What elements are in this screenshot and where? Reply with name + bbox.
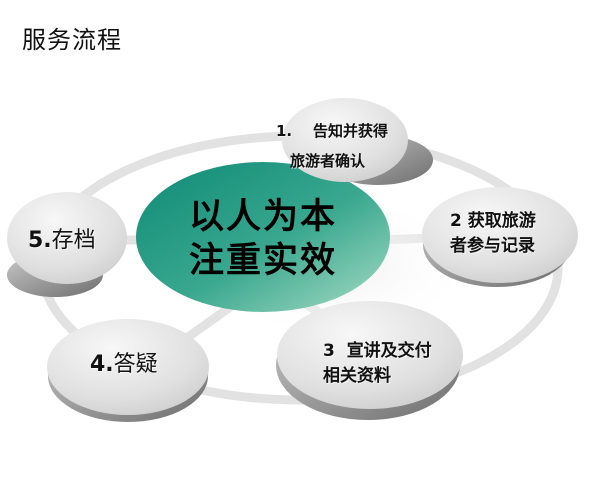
step-3-label: 3 宣讲及交付 相关资料	[323, 341, 432, 386]
center-node	[136, 162, 390, 312]
center-line-2: 注重实效	[188, 241, 337, 281]
step-2-label: 2 获取旅游 者参与记录	[450, 211, 536, 256]
step-3-node	[277, 301, 463, 409]
step-5-label: 5.存档	[28, 228, 96, 253]
step-5-node	[7, 192, 127, 284]
step-4-label: 4.答疑	[90, 352, 158, 377]
center-label: 以人为本 注重实效	[178, 195, 348, 283]
step-1-label: 1. 告知并获得 旅游者确认	[276, 122, 389, 170]
step-4-node	[47, 319, 209, 415]
page-title: 服务流程	[22, 26, 122, 54]
step-1-node	[282, 98, 408, 182]
step-2-node	[422, 187, 578, 283]
center-line-1: 以人为本	[188, 197, 337, 237]
